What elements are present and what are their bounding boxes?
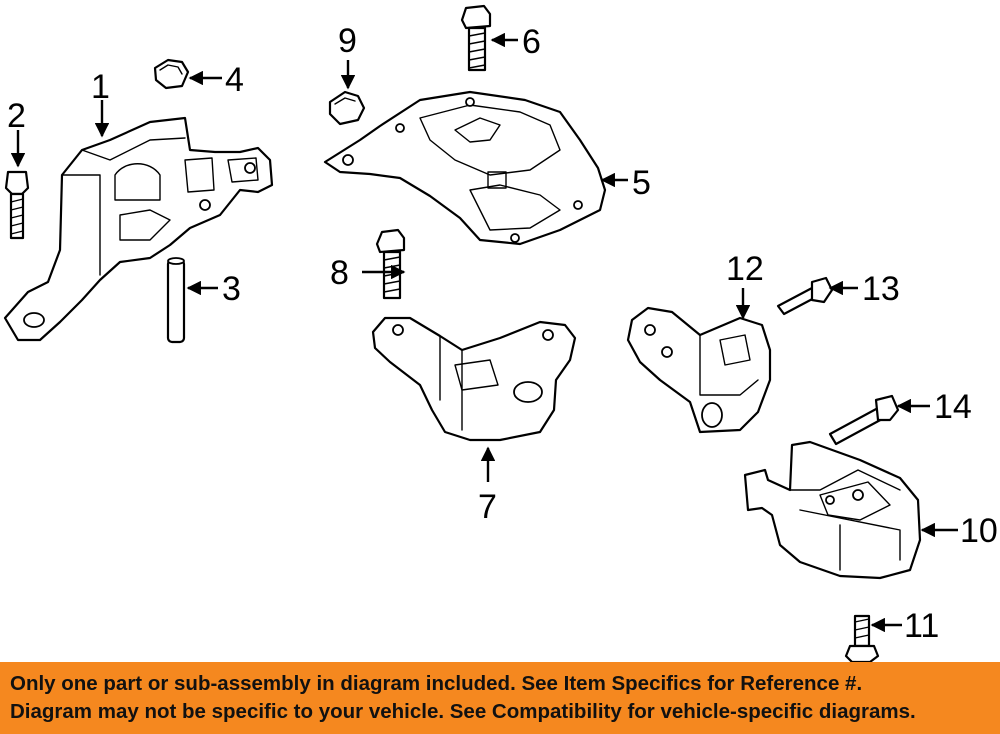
leader-lines [10, 32, 958, 633]
callout-6: 6 [522, 23, 541, 61]
callout-4: 4 [225, 61, 244, 99]
callout-8: 8 [330, 254, 349, 292]
callout-7: 7 [478, 488, 497, 526]
part-5-bracket [323, 90, 607, 246]
callout-labels: 1 2 3 4 5 6 7 8 9 10 11 12 13 14 [7, 22, 998, 645]
part-4-nut [153, 58, 190, 90]
part-1-engine-mount [3, 116, 274, 342]
part-3-pin [166, 257, 186, 344]
part-9-nut [328, 90, 366, 126]
part-14-bolt [828, 394, 900, 446]
disclaimer-line-1: Only one part or sub-assembly in diagram… [10, 672, 863, 695]
disclaimer-banner: Only one part or sub-assembly in diagram… [0, 662, 1000, 734]
callout-1: 1 [91, 68, 110, 106]
callout-11: 11 [904, 607, 939, 645]
disclaimer-line-2: Diagram may not be specific to your vehi… [10, 700, 916, 723]
callout-13: 13 [862, 270, 900, 308]
part-7-mount [371, 316, 577, 442]
part-2-bolt [4, 170, 30, 240]
callout-5: 5 [632, 164, 651, 202]
callout-14: 14 [934, 388, 972, 426]
part-10-mount [743, 440, 922, 580]
callout-12: 12 [726, 250, 764, 288]
part-8-bolt [375, 228, 406, 300]
part-12-mount-bracket [626, 306, 772, 434]
callout-2: 2 [7, 97, 26, 135]
part-6-bolt [460, 4, 492, 72]
parts-diagram: 1 2 3 4 5 6 7 8 9 10 11 12 13 14 [3, 4, 998, 662]
part-13-bolt [776, 276, 834, 316]
callout-9: 9 [338, 22, 357, 60]
part-11-bolt [844, 614, 880, 662]
callout-3: 3 [222, 270, 241, 308]
callout-10: 10 [960, 512, 998, 550]
